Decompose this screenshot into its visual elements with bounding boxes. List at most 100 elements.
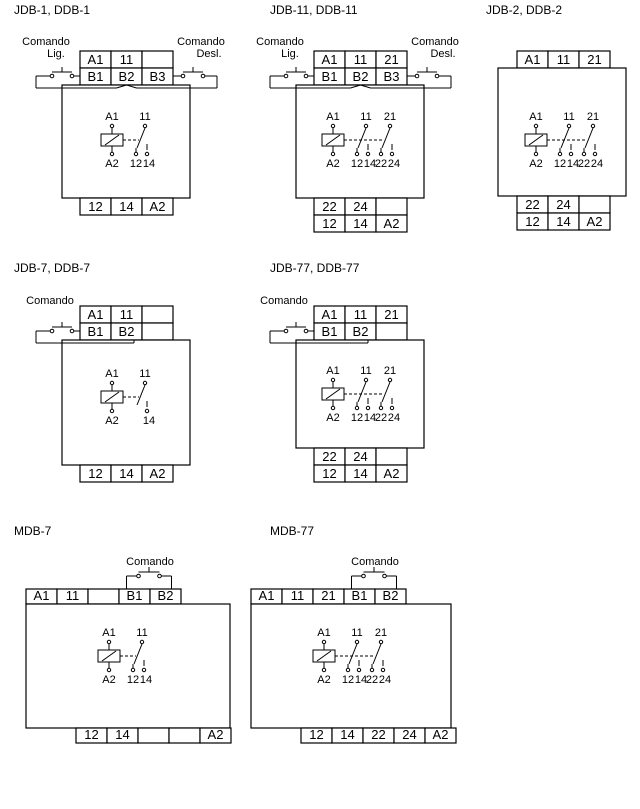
terminal-label: A2 xyxy=(384,466,400,481)
switch-terminal xyxy=(69,73,75,79)
terminal-label: 22 xyxy=(322,199,336,214)
coil-diagonal xyxy=(528,134,544,146)
pin-label: 12 xyxy=(342,674,354,686)
pin-terminal xyxy=(365,151,371,157)
diagram-title: JDB-11, DDB-11 xyxy=(270,3,358,17)
wire xyxy=(350,84,361,89)
module-body xyxy=(250,603,452,729)
pin-terminal xyxy=(581,151,587,157)
terminal-label: 14 xyxy=(353,466,367,481)
pin-terminal xyxy=(144,151,150,157)
pin-label: 12 xyxy=(130,158,142,170)
switch-label: Comando xyxy=(126,556,174,568)
pin-label: 14 xyxy=(140,674,152,686)
contact-blade xyxy=(381,381,391,403)
terminal-label: B1 xyxy=(88,69,104,84)
pin-label: A1 xyxy=(102,627,115,639)
push-button-switch xyxy=(180,67,206,79)
contact-blade xyxy=(133,643,143,665)
contact-blade xyxy=(136,384,146,406)
pin-terminal xyxy=(330,151,336,157)
diagram-title: JDB-7, DDB-7 xyxy=(14,261,90,275)
terminal-label: B1 xyxy=(352,588,368,603)
terminal-label: 21 xyxy=(321,588,335,603)
pin-label: A1 xyxy=(105,368,118,380)
contact-blade xyxy=(357,381,367,403)
terminal-label: 14 xyxy=(119,466,133,481)
terminal-label: A2 xyxy=(150,466,166,481)
terminal-cell xyxy=(141,322,174,341)
terminal-label: 11 xyxy=(120,52,134,67)
terminal-label: 11 xyxy=(66,588,80,603)
pin-terminal xyxy=(109,380,115,386)
switch-label: Comando xyxy=(351,556,399,568)
switch-terminal xyxy=(361,573,366,579)
coil-diagonal xyxy=(325,388,341,400)
switch-label: Comando xyxy=(26,295,74,307)
pin-terminal xyxy=(369,667,375,673)
contact-blade xyxy=(584,127,594,149)
terminal-label: A2 xyxy=(433,727,449,742)
pin-terminal xyxy=(354,151,360,157)
terminal-cell xyxy=(168,727,201,744)
terminal-label: 21 xyxy=(384,307,398,322)
pin-label: A1 xyxy=(326,111,339,123)
switch-terminal xyxy=(180,73,186,79)
pin-label: 14 xyxy=(364,412,376,424)
module-body xyxy=(497,67,627,197)
pin-terminal xyxy=(109,408,115,414)
contact-blade xyxy=(560,127,570,149)
pin-label: 24 xyxy=(388,412,400,424)
terminal-label: 12 xyxy=(525,214,539,229)
switch-terminal xyxy=(157,573,162,579)
pin-label: A2 xyxy=(105,158,118,170)
wire xyxy=(116,84,127,89)
pin-terminal xyxy=(568,151,574,157)
pin-label: 14 xyxy=(355,674,367,686)
pin-label: 24 xyxy=(388,158,400,170)
switch-label: Comando xyxy=(411,36,459,48)
switch-label: Comando xyxy=(260,295,308,307)
pin-label: 14 xyxy=(364,158,376,170)
switch-label: Lig. xyxy=(281,48,299,60)
switch-terminal xyxy=(303,73,309,79)
terminal-label: B1 xyxy=(322,324,338,339)
pin-label: 11 xyxy=(360,365,371,377)
pin-label: A1 xyxy=(529,111,542,123)
pin-terminal xyxy=(387,377,393,383)
terminal-label: 21 xyxy=(587,52,601,67)
pin-terminal xyxy=(592,151,598,157)
pin-label: 22 xyxy=(578,158,590,170)
terminal-label: 12 xyxy=(322,216,336,231)
diagram-title: JDB-77, DDB-77 xyxy=(270,261,360,275)
pin-label: A2 xyxy=(105,415,118,427)
pin-terminal xyxy=(330,123,336,129)
pin-label: A1 xyxy=(105,111,118,123)
diagram-title: MDB-77 xyxy=(270,524,314,538)
pin-label: 22 xyxy=(366,674,378,686)
pin-label: 21 xyxy=(587,111,599,123)
terminal-label: 14 xyxy=(556,214,570,229)
terminal-label: 11 xyxy=(354,52,368,67)
contact-blade xyxy=(357,127,367,149)
contact-blade xyxy=(348,643,358,665)
pin-terminal xyxy=(378,405,384,411)
switch-label: Comando xyxy=(256,36,304,48)
switch-terminal xyxy=(283,73,289,79)
pin-terminal xyxy=(345,667,351,673)
terminal-label: 12 xyxy=(309,727,323,742)
terminal-label: A2 xyxy=(150,199,166,214)
contact-blade xyxy=(381,127,391,149)
terminal-label: B1 xyxy=(88,324,104,339)
module-body xyxy=(295,84,425,199)
terminal-label: B2 xyxy=(353,324,369,339)
push-button-switch xyxy=(283,322,309,334)
terminal-label: A1 xyxy=(322,52,338,67)
